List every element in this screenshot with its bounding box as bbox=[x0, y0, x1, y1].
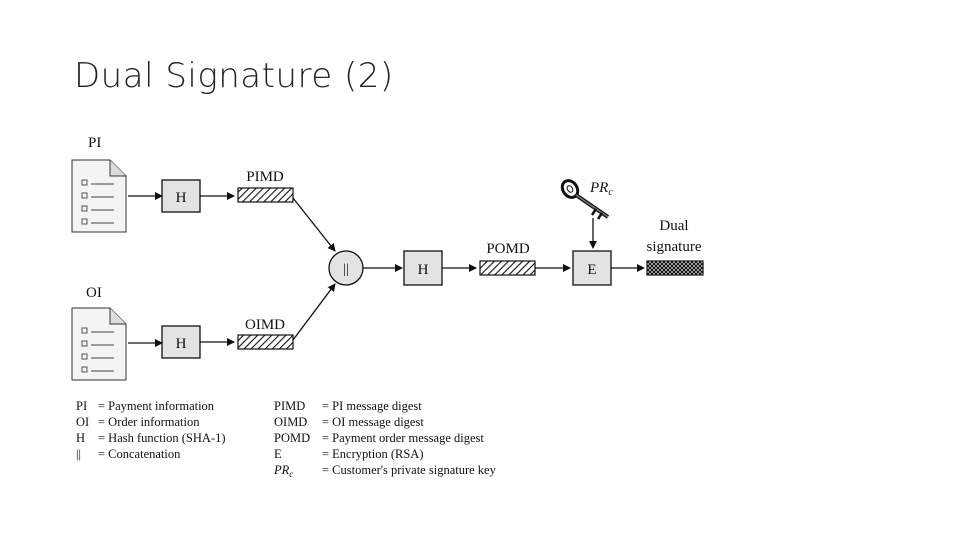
legend-def: = Concatenation bbox=[98, 447, 181, 461]
arrow-pimd-to-concat bbox=[292, 197, 336, 252]
key-icon bbox=[560, 179, 610, 220]
pi-label: PI bbox=[88, 135, 101, 151]
dual-signature-label-line1: Dual bbox=[659, 218, 688, 234]
legend-def: = Payment information bbox=[98, 399, 215, 413]
hash-box-oi: H bbox=[161, 325, 201, 359]
legend-term: PRc bbox=[273, 463, 293, 479]
legend: PI = Payment information OI = Order info… bbox=[76, 399, 497, 479]
legend-term: POMD bbox=[274, 431, 310, 445]
legend-def: = Encryption (RSA) bbox=[322, 447, 423, 461]
legend-term: || bbox=[76, 447, 81, 461]
pi-document-icon bbox=[71, 159, 127, 233]
dual-signature-label-line2: signature bbox=[647, 239, 702, 255]
legend-term: PI bbox=[76, 399, 87, 413]
legend-term: E bbox=[274, 447, 282, 461]
legend-def: = Customer's private signature key bbox=[322, 463, 497, 477]
legend-def: = Order information bbox=[98, 415, 200, 429]
legend-def: = PI message digest bbox=[322, 399, 422, 413]
svg-text:H: H bbox=[418, 262, 429, 278]
slide-title: Dual Signature (2) bbox=[74, 56, 394, 96]
legend-term: OIMD bbox=[274, 415, 307, 429]
legend-term: H bbox=[76, 431, 85, 445]
oimd-label: OIMD bbox=[245, 317, 285, 333]
legend-term: OI bbox=[76, 415, 89, 429]
concatenation-node: || bbox=[328, 250, 364, 286]
legend-def: = Payment order message digest bbox=[322, 431, 484, 445]
pomd-digest-block bbox=[479, 260, 536, 276]
arrow-oimd-to-concat bbox=[292, 283, 336, 341]
svg-text:H: H bbox=[176, 190, 187, 206]
encryption-box: E bbox=[572, 250, 612, 286]
legend-def: = OI message digest bbox=[322, 415, 424, 429]
dual-signature-block bbox=[646, 260, 704, 276]
svg-text:||: || bbox=[343, 262, 349, 277]
svg-text:E: E bbox=[587, 262, 596, 278]
legend-def: = Hash function (SHA-1) bbox=[98, 431, 226, 445]
hash-box-pi: H bbox=[161, 179, 201, 213]
pomd-label: POMD bbox=[486, 241, 530, 257]
key-label: PRc bbox=[589, 180, 613, 198]
legend-term: PIMD bbox=[274, 399, 305, 413]
pimd-digest-block bbox=[237, 187, 294, 203]
oimd-digest-block bbox=[237, 334, 294, 350]
oi-label: OI bbox=[86, 285, 102, 301]
dual-signature-diagram: PI OI H H PIMD bbox=[71, 135, 704, 479]
hash-box-concat: H bbox=[403, 250, 443, 286]
svg-text:H: H bbox=[176, 336, 187, 352]
oi-document-icon bbox=[71, 307, 127, 381]
pimd-label: PIMD bbox=[246, 169, 284, 185]
